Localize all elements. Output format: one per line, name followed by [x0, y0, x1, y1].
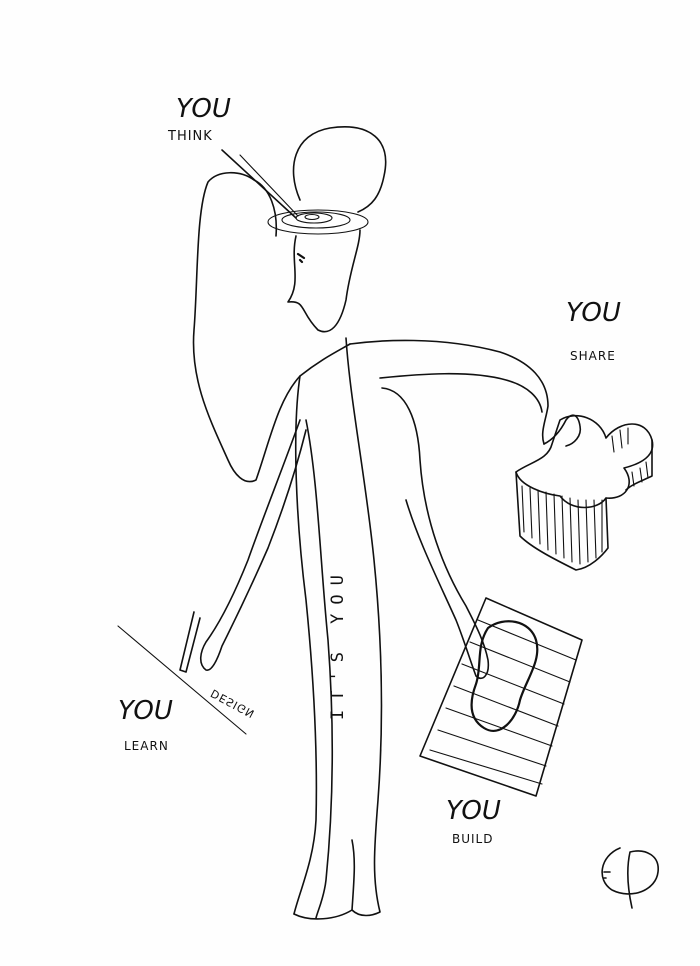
caption-share-you: YOU — [566, 300, 621, 326]
right-lower-arm — [381, 387, 490, 680]
build-sheet-lines — [429, 619, 577, 785]
head-outline — [292, 126, 387, 213]
right-hand — [543, 414, 582, 447]
caption-think-verb: THINK — [168, 129, 213, 144]
body-right — [345, 337, 383, 917]
thought-swirl — [267, 209, 369, 235]
shared-object — [515, 414, 654, 571]
caption-build-you-text: YOU — [446, 796, 501, 826]
right-arm — [349, 339, 549, 445]
left-arm — [199, 419, 307, 671]
caption-share-verb: SHARE — [570, 349, 616, 363]
face-outline — [287, 229, 361, 333]
build-sheet — [419, 597, 583, 797]
think-pointer-line-2 — [239, 154, 299, 217]
feet — [293, 909, 353, 920]
eye — [296, 252, 306, 264]
shared-object-hatching — [521, 427, 649, 565]
body-left — [293, 375, 318, 915]
body-inscription: IT'S YOU — [328, 566, 348, 720]
caption-learn-verb: LEARN — [124, 739, 169, 753]
signature — [601, 847, 659, 909]
pencil — [179, 611, 201, 673]
body-left-inner — [305, 419, 334, 919]
caption-learn-you-text: YOU — [118, 696, 173, 726]
learning-surface-line — [117, 625, 247, 735]
caption-think-you: YOU — [176, 96, 231, 122]
caption-learn-you: YOU — [118, 698, 173, 724]
build-shape — [470, 620, 539, 732]
caption-think-you-text: YOU — [176, 94, 231, 124]
raised-arm — [192, 171, 351, 483]
caption-build-verb: BUILD — [452, 832, 494, 846]
caption-share-you-text: YOU — [566, 298, 621, 328]
caption-build-you: YOU — [446, 798, 501, 824]
